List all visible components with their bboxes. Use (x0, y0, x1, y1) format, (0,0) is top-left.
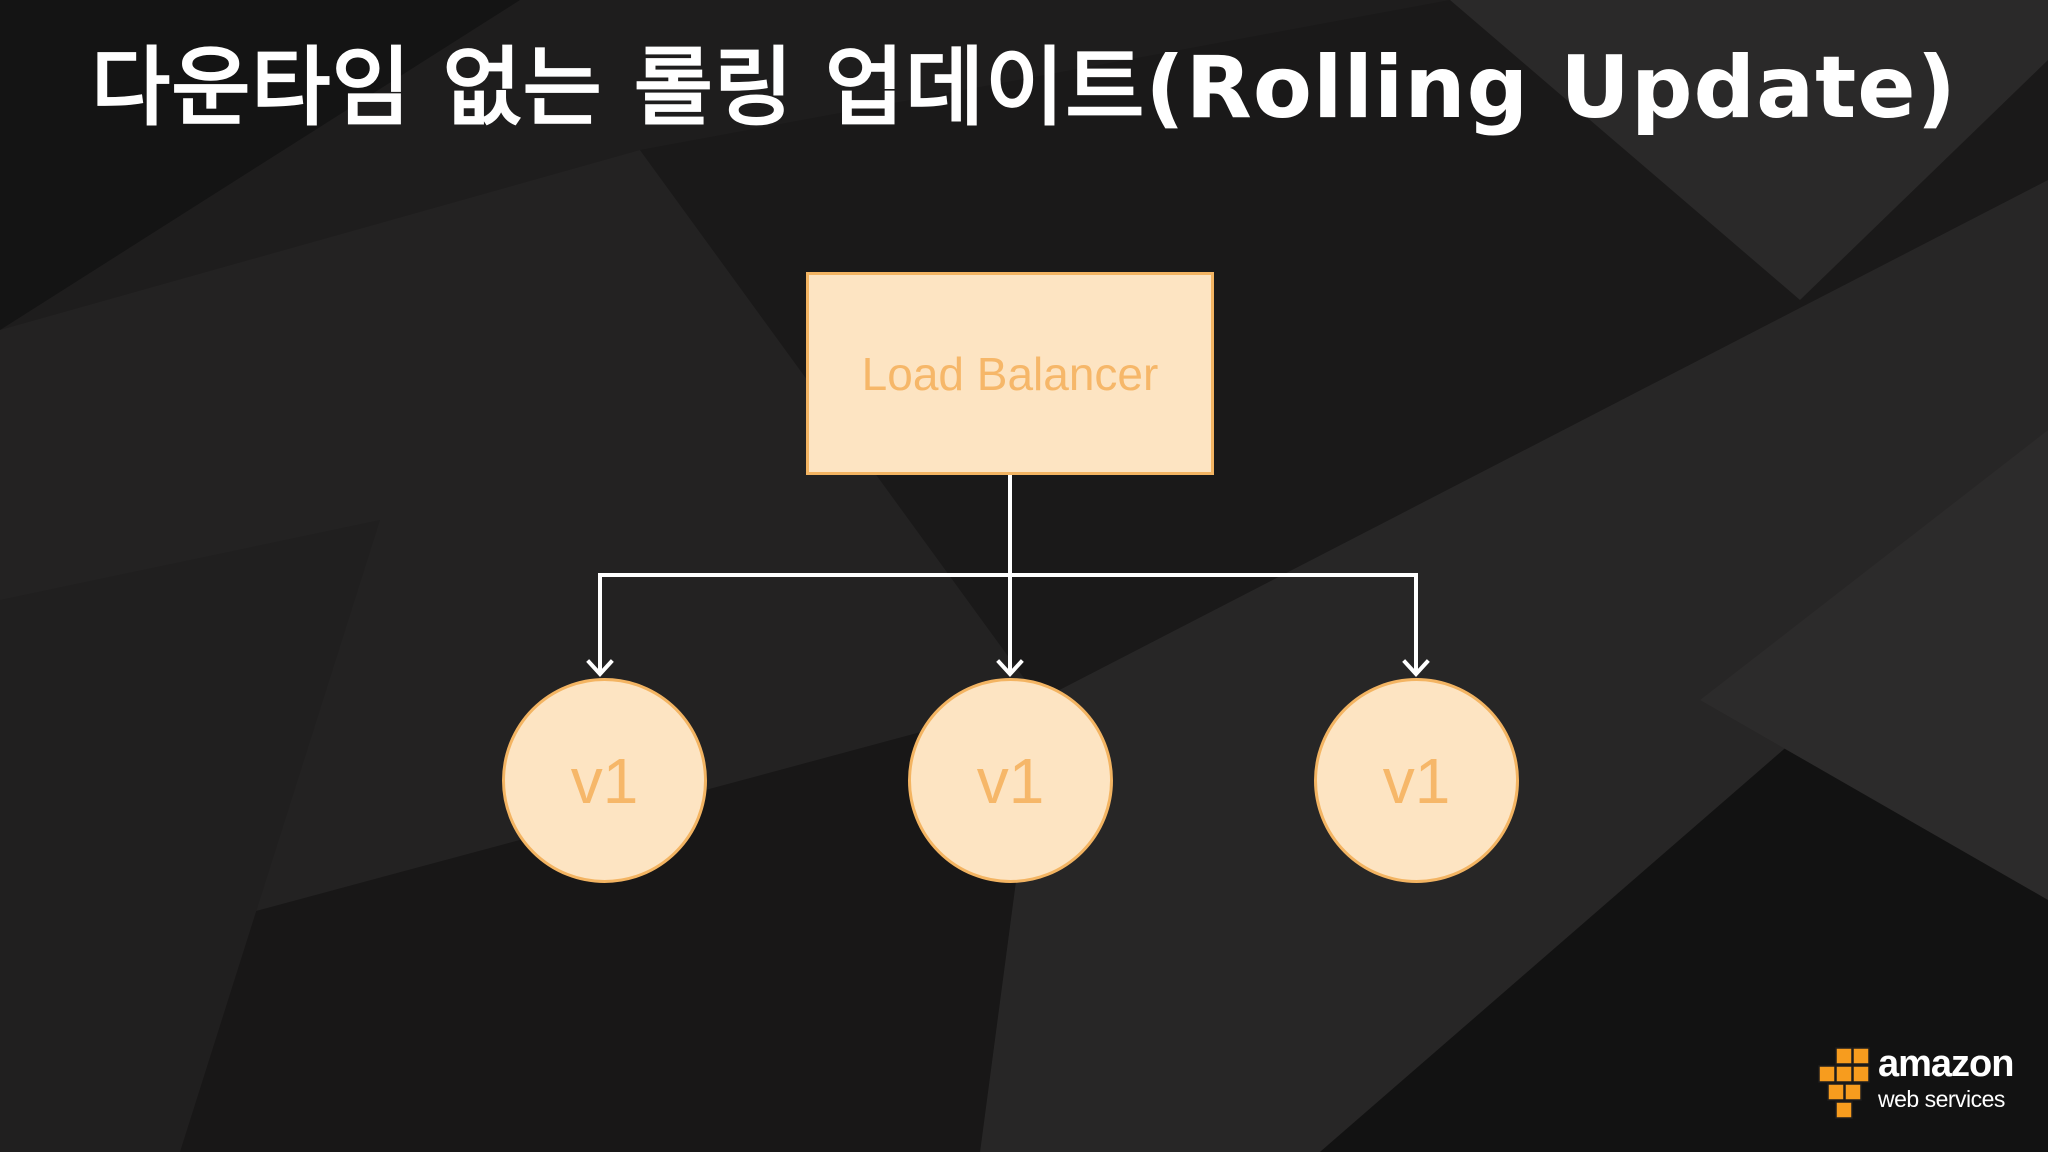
arrowhead-3 (1402, 659, 1430, 677)
instance-node-2: v1 (908, 678, 1113, 883)
arrowhead-2 (996, 659, 1024, 677)
load-balancer-label: Load Balancer (861, 347, 1159, 400)
aws-subtitle: web services (1878, 1086, 2005, 1112)
aws-cubes-icon (1818, 1047, 1870, 1119)
instance-label: v1 (570, 744, 639, 817)
aws-logo: amazon web services (1816, 1042, 2026, 1122)
slide-title: 다운타임 없는 롤링 업데이트(Rolling Update) (91, 38, 1957, 138)
instance-node-1: v1 (502, 678, 707, 883)
instance-label: v1 (1382, 744, 1451, 817)
aws-wordmark: amazon (1878, 1043, 2014, 1085)
arrowhead-1 (586, 659, 614, 677)
instance-node-3: v1 (1314, 678, 1519, 883)
instance-label: v1 (976, 744, 1045, 817)
load-balancer-box: Load Balancer (806, 272, 1214, 475)
